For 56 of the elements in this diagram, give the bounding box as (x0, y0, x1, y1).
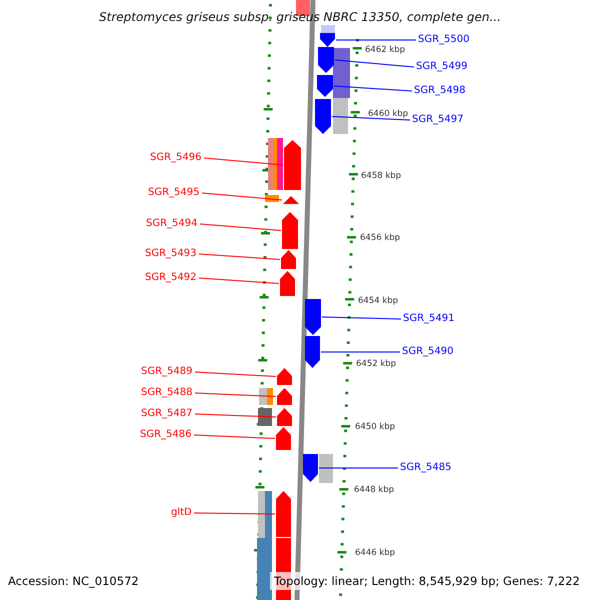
gene-label: SGR_5492 (145, 272, 196, 284)
gene-glyph (305, 336, 320, 368)
gene-glyph (320, 33, 335, 47)
gene-label: SGR_5498 (414, 85, 466, 97)
gene-label: SGR_5493 (145, 248, 196, 260)
gene-label: SGR_5497 (412, 114, 464, 126)
gene-label: SGR_5485 (400, 462, 452, 474)
accession-text: Accession: NC_010572 (8, 574, 139, 588)
leader-line (322, 316, 402, 320)
title: Streptomyces griseus subsp. griseus NBRC 13350, complete gen... (98, 10, 502, 24)
gene-label: SGR_5486 (140, 429, 192, 441)
gene-glyph (281, 250, 296, 269)
leader-line (194, 512, 276, 514)
leader-line (198, 254, 280, 260)
leader-line (198, 278, 280, 284)
gene-glyph (315, 99, 331, 134)
gene-label: SGR_5496 (150, 152, 202, 164)
scale-label: 6462 kbp (365, 45, 406, 55)
leader-line (334, 86, 412, 92)
scale-label: 6456 kbp (360, 233, 400, 243)
leader-line (194, 414, 276, 418)
gene-glyph (277, 368, 292, 385)
leader-line (200, 224, 282, 231)
gene-glyph (284, 140, 301, 190)
gene-glyph (276, 427, 291, 450)
gene-label: gltD (171, 507, 192, 519)
gene-label: SGR_5490 (402, 346, 454, 358)
scale-label: 6460 kbp (368, 109, 408, 119)
gene-label: SGR_5500 (418, 34, 470, 46)
gene-glyph (277, 408, 292, 426)
leader-line (194, 392, 276, 397)
gene-label: SGR_5499 (416, 61, 468, 73)
gene-label: SGR_5488 (141, 387, 192, 399)
leader-line (194, 372, 276, 377)
leader-line (204, 158, 284, 166)
gene-label: SGR_5494 (146, 218, 198, 230)
leader-line (334, 60, 414, 68)
scale-label: 6454 kbp (358, 296, 398, 306)
gene-glyph (276, 491, 291, 537)
scale-label: 6448 kbp (354, 485, 394, 495)
gene-label: SGR_5495 (148, 187, 200, 199)
gene-glyph (305, 299, 321, 335)
leader-line (332, 116, 410, 120)
scale-label: 6450 kbp (355, 422, 396, 432)
gene-label: SGR_5487 (141, 408, 192, 420)
leader-line (202, 192, 282, 200)
gene-glyph (277, 388, 292, 405)
leader-line (194, 434, 276, 439)
scale-label: 6446 kbp (355, 548, 396, 558)
gene-glyph (303, 454, 318, 482)
gene-glyph (280, 271, 295, 296)
gene-label: SGR_5491 (403, 313, 454, 325)
gene-glyph (283, 196, 299, 204)
gene-label: SGR_5489 (141, 366, 192, 378)
scale-label: 6458 kbp (361, 171, 402, 181)
scale-label: 6452 kbp (356, 359, 396, 369)
